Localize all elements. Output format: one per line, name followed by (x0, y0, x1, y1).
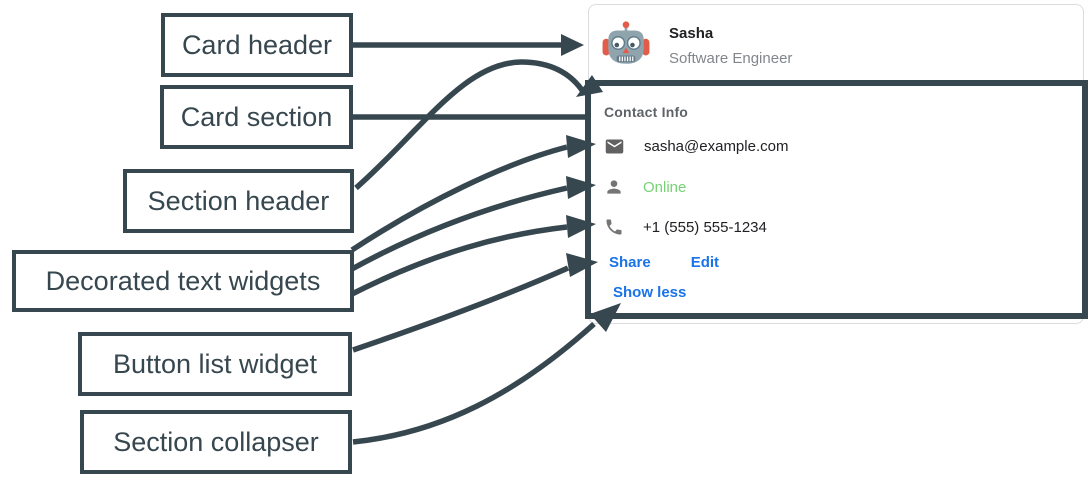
section-collapser-button[interactable]: Show less (613, 284, 687, 301)
person-icon (604, 177, 624, 197)
label-section-collapser: Section collapser (80, 410, 352, 474)
label-section-header: Section header (123, 169, 354, 233)
label-decorated-text-widgets: Decorated text widgets (12, 250, 354, 312)
email-icon (604, 136, 625, 157)
arrow-decorated-text-1 (350, 135, 596, 253)
email-text: sasha@example.com (644, 137, 789, 155)
edit-button[interactable]: Edit (690, 254, 720, 271)
label-card-header: Card header (161, 13, 353, 77)
contact-card: Sasha Software Engineer Contact Info sas… (588, 4, 1084, 324)
share-button[interactable]: Share (609, 254, 651, 271)
label-button-list-widget: Button list widget (78, 332, 352, 396)
decorated-text-phone: +1 (555) 555-1234 (604, 216, 767, 238)
card-subtitle: Software Engineer (669, 50, 793, 67)
arrow-decorated-text-2 (350, 176, 596, 272)
phone-icon (604, 217, 624, 237)
decorated-text-email: sasha@example.com (604, 135, 788, 157)
phone-text: +1 (555) 555-1234 (643, 218, 767, 236)
robot-avatar (601, 19, 651, 69)
section-header: Contact Info (604, 104, 689, 120)
arrow-section-collapser (352, 303, 621, 445)
status-text: Online (643, 178, 687, 196)
card-title: Sasha (669, 25, 714, 42)
label-card-section: Card section (160, 85, 353, 149)
arrow-decorated-text-3 (350, 215, 596, 297)
button-list: Share Edit (609, 254, 719, 271)
decorated-text-status: Online (604, 176, 686, 198)
arrow-section-header (354, 59, 603, 191)
arrow-card-header (353, 34, 584, 56)
arrow-button-list (352, 253, 598, 353)
